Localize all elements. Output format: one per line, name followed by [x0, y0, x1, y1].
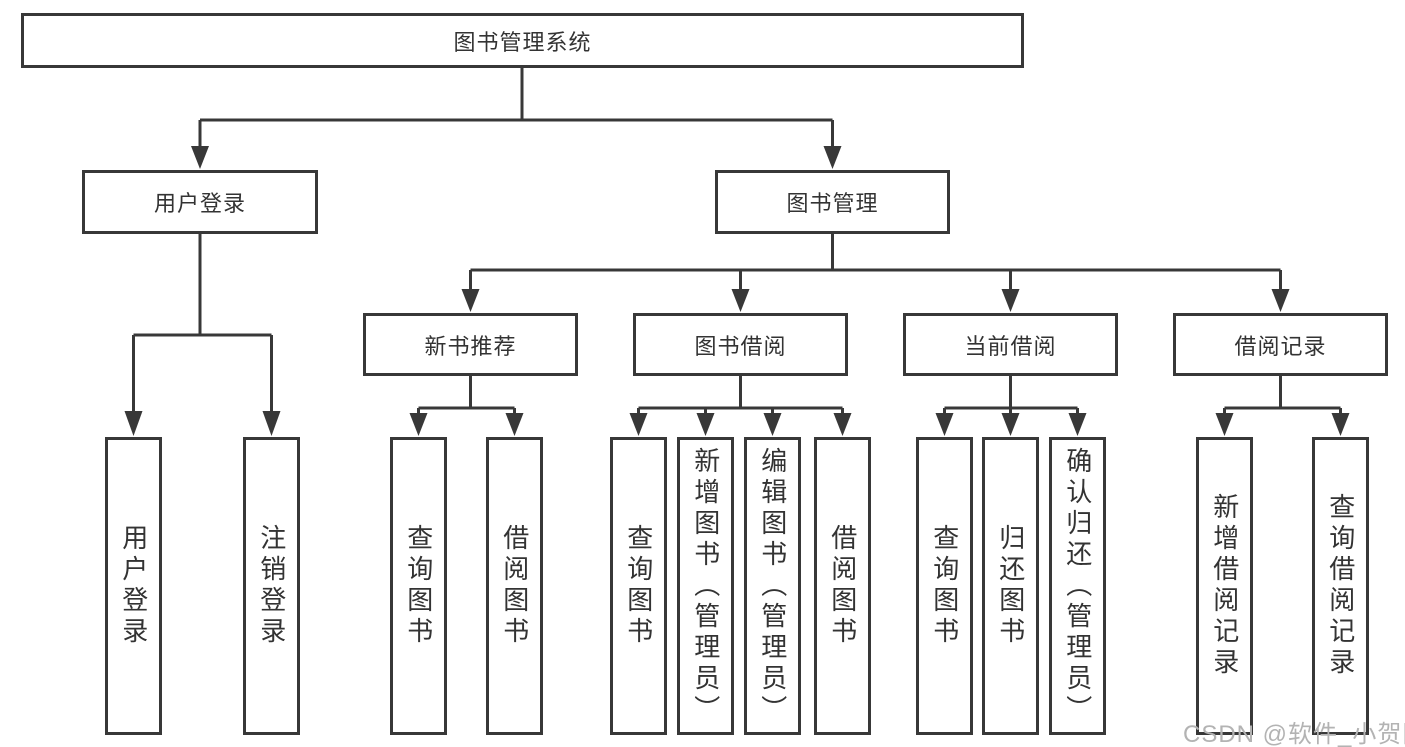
- node-book-management-label: 图书管理: [786, 191, 879, 216]
- node-current-borrow-label: 当前借阅: [964, 333, 1057, 359]
- leaf-return-book: 归还图书: [982, 437, 1039, 735]
- connector-borrow-records-to-leaves: [1223, 376, 1342, 416]
- leaf-borrow-books-recommend: 借阅图书: [486, 437, 543, 735]
- leaf-add-borrow-record: 新增借阅记录: [1196, 437, 1253, 735]
- connector-new-book-to-leaves: [417, 376, 516, 416]
- node-new-book-recommend-label: 新书推荐: [424, 333, 517, 359]
- node-book-borrow: 图书借阅: [633, 313, 848, 376]
- node-borrow-records-label: 借阅记录: [1234, 333, 1327, 359]
- connector-book-borrow-to-leaves: [637, 376, 844, 416]
- node-user-login-label: 用户登录: [153, 191, 246, 216]
- leaf-logout: 注销登录: [243, 437, 300, 735]
- node-current-borrow: 当前借阅: [903, 313, 1118, 376]
- leaf-confirm-return-admin: 确认归还（管理员）: [1049, 437, 1106, 735]
- csdn-watermark: CSDN @软件_小贺同学: [1183, 721, 1405, 747]
- leaf-query-books-current: 查询图书: [916, 437, 973, 735]
- leaf-borrow-books: 借阅图书: [814, 437, 871, 735]
- node-book-borrow-label: 图书借阅: [694, 333, 787, 359]
- connector-current-borrow-to-leaves: [943, 376, 1079, 416]
- leaf-edit-book-admin: 编辑图书（管理员）: [744, 437, 801, 735]
- node-new-book-recommend: 新书推荐: [363, 313, 578, 376]
- node-root-library-system: 图书管理系统: [21, 13, 1024, 68]
- node-book-management: 图书管理: [715, 170, 950, 234]
- leaf-user-login: 用户登录: [105, 437, 162, 735]
- node-root-label: 图书管理系统: [453, 29, 592, 55]
- connector-book-management-to-level3: [469, 234, 1282, 293]
- leaf-add-book-admin: 新增图书（管理员）: [677, 437, 734, 735]
- node-borrow-records: 借阅记录: [1173, 313, 1388, 376]
- leaf-query-books-recommend: 查询图书: [390, 437, 447, 735]
- connector-user-login-to-leaves: [132, 234, 273, 415]
- connector-root-to-level2: [198, 68, 834, 150]
- node-user-login: 用户登录: [82, 170, 318, 234]
- leaf-query-books-borrow: 查询图书: [610, 437, 667, 735]
- leaf-query-borrow-record: 查询借阅记录: [1312, 437, 1369, 735]
